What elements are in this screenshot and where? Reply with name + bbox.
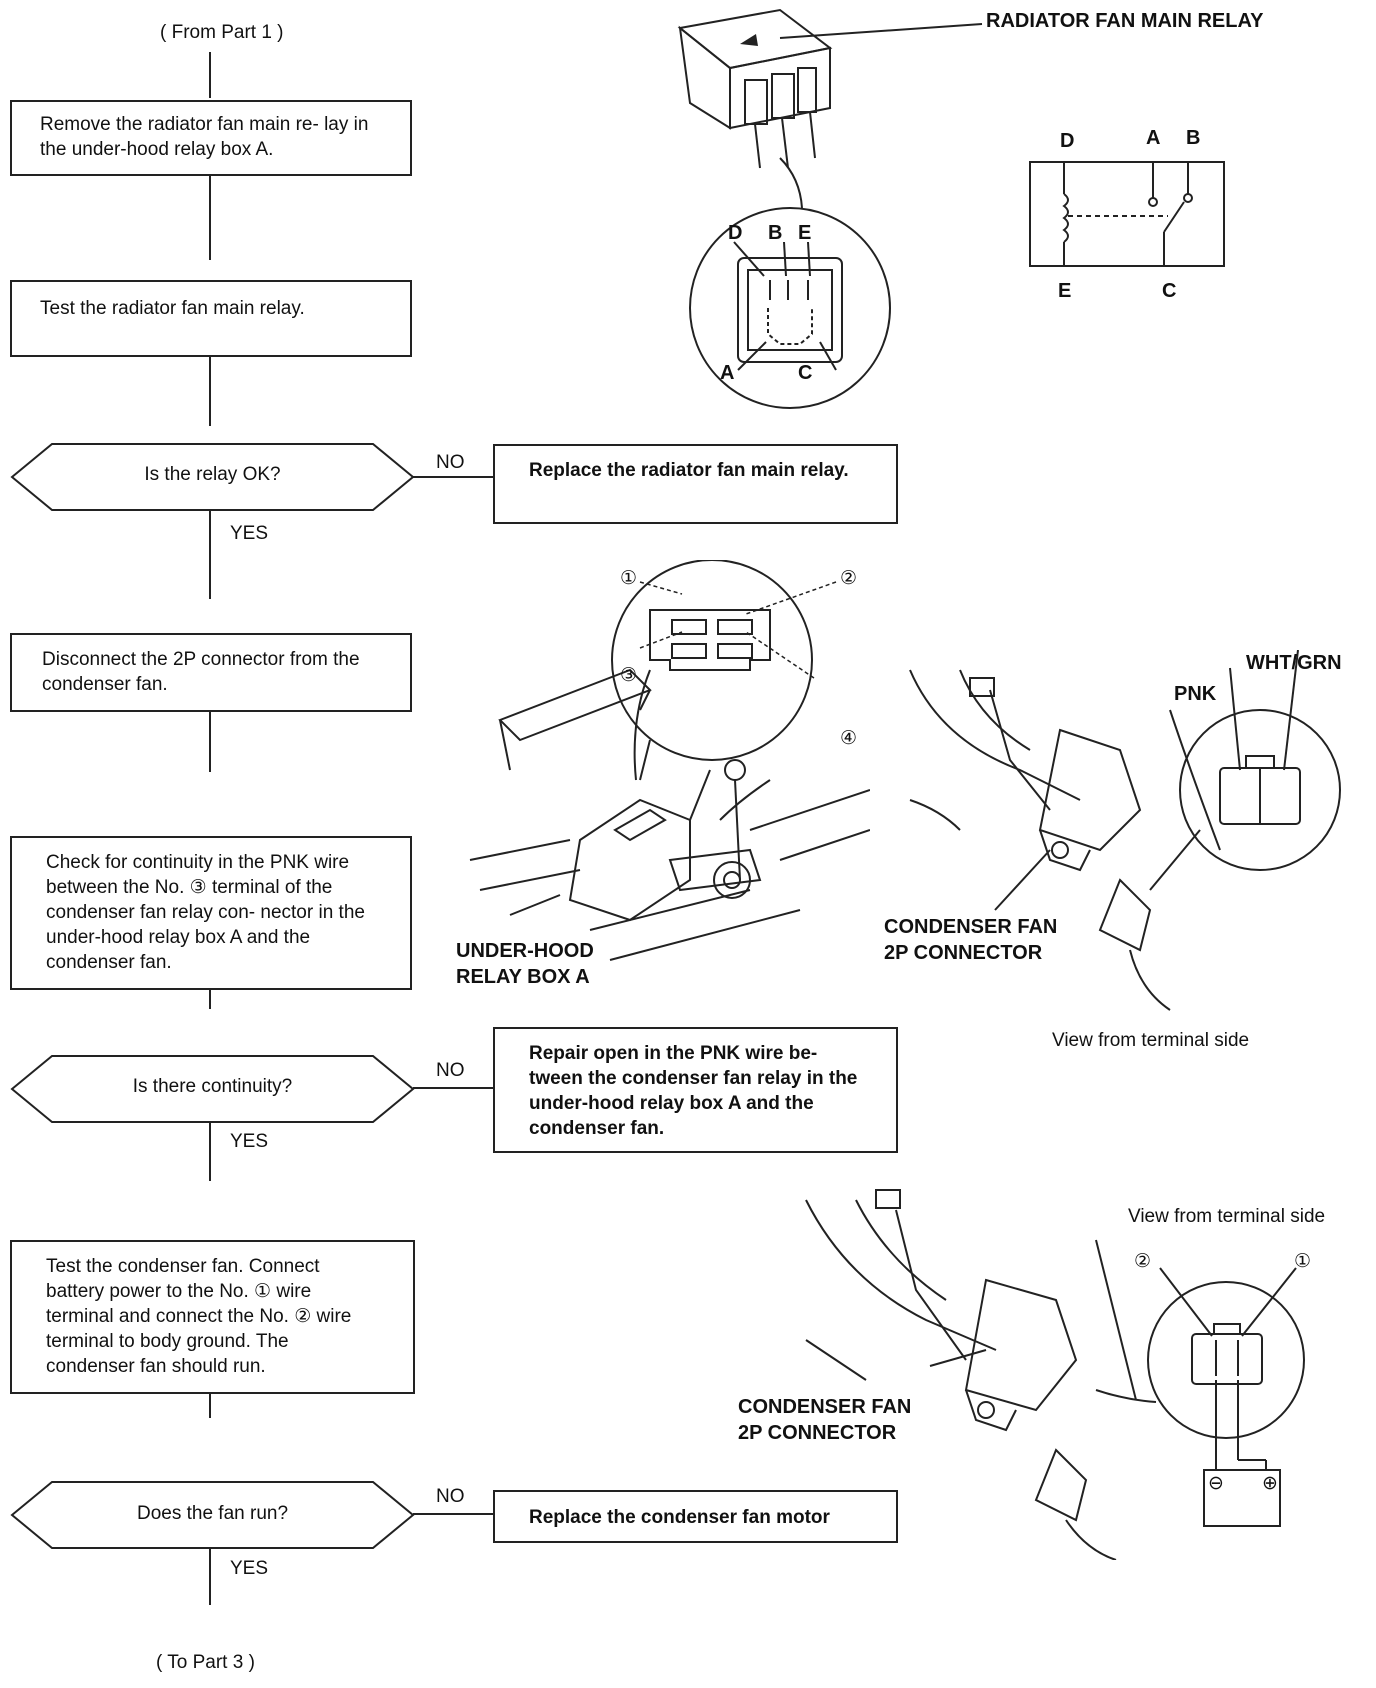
step-disconnect: Disconnect the 2P connector from the con… [10,633,412,712]
flow-line-5 [209,677,211,772]
schematic-pin-d: D [1060,130,1075,152]
battery-term-1-label: ① [1294,1251,1312,1272]
relay-box-illustration [469,560,870,961]
to-part-label: ( To Part 3 ) [156,1652,255,1673]
action-replace-motor: Replace the condenser fan motor [493,1490,898,1543]
schematic-pin-c: C [1162,280,1177,302]
terminal-3-label: ③ [620,665,638,686]
terminal-2-label: ② [840,568,858,589]
yes-label-1: YES [230,523,269,544]
decision-continuity-shape [10,1055,415,1123]
terminal-1-label: ① [620,568,638,589]
decision-fan-run-shape [10,1481,415,1549]
no-line-3 [413,1513,493,1515]
relay-pin-a: A [720,362,735,384]
view-note-2: View from terminal side [1128,1206,1326,1227]
no-label-3: NO [436,1486,465,1507]
no-label-1: NO [436,452,465,473]
condenser-connector-label-3: CONDENSER FAN [738,1396,912,1418]
yes-label-2: YES [230,1131,269,1152]
flow-line-9 [209,1500,211,1605]
relay-pin-c: C [798,362,813,384]
relay-box-label-1: UNDER-HOOD [456,940,594,962]
condenser-connector-label-2: 2P CONNECTOR [884,942,1043,964]
relay-title: RADIATOR FAN MAIN RELAY [986,10,1264,32]
from-part-label: ( From Part 1 ) [160,22,284,43]
battery-plus-icon: ⊕ [1262,1473,1278,1494]
action-replace-relay: Replace the radiator fan main relay. [493,444,898,524]
decision-relay-ok: Is the relay OK? [144,464,281,485]
relay-box-label-2: RELAY BOX A [456,966,590,988]
action-repair-open: Repair open in the PNK wire be- tween th… [493,1027,898,1153]
flow-line-3 [209,357,211,426]
yes-label-3: YES [230,1558,269,1579]
step-check-continuity: Check for continuity in the PNK wire bet… [10,836,412,990]
step-test-relay: Test the radiator fan main relay. [10,280,412,357]
view-note-1: View from terminal side [1052,1030,1250,1051]
schematic-pin-a: A [1146,127,1161,149]
relay-illustration [677,8,983,409]
battery-term-2-label: ② [1134,1251,1152,1272]
relay-schematic [1029,161,1225,267]
schematic-pin-b: B [1186,127,1201,149]
flow-line-7 [209,1090,211,1181]
relay-pin-d: D [728,222,743,244]
wire-pnk-label: PNK [1174,683,1217,705]
flow-line-2 [209,175,211,260]
relay-pin-e: E [798,222,812,244]
flow-line-1 [209,52,211,98]
condenser-connector-illustration-bottom [805,1189,1305,1560]
condenser-connector-label-1: CONDENSER FAN [884,916,1058,938]
step-remove-relay: Remove the radiator fan main re- lay in … [10,100,412,176]
decision-continuity: Is there continuity? [132,1076,293,1097]
battery-minus-icon: ⊖ [1208,1473,1224,1494]
relay-pin-b: B [768,222,783,244]
step-test-fan: Test the condenser fan. Connect battery … [10,1240,415,1394]
schematic-pin-e: E [1058,280,1072,302]
condenser-connector-illustration-top [909,650,1341,1011]
wire-wht-grn-label: WHT/GRN [1246,652,1342,674]
condenser-connector-label-4: 2P CONNECTOR [738,1422,897,1444]
decision-fan-run: Does the fan run? [136,1503,289,1524]
no-line-2 [413,1087,493,1089]
terminal-4-label: ④ [840,728,858,749]
flow-line-4 [209,508,211,599]
no-line-1 [413,476,493,478]
no-label-2: NO [436,1060,465,1081]
